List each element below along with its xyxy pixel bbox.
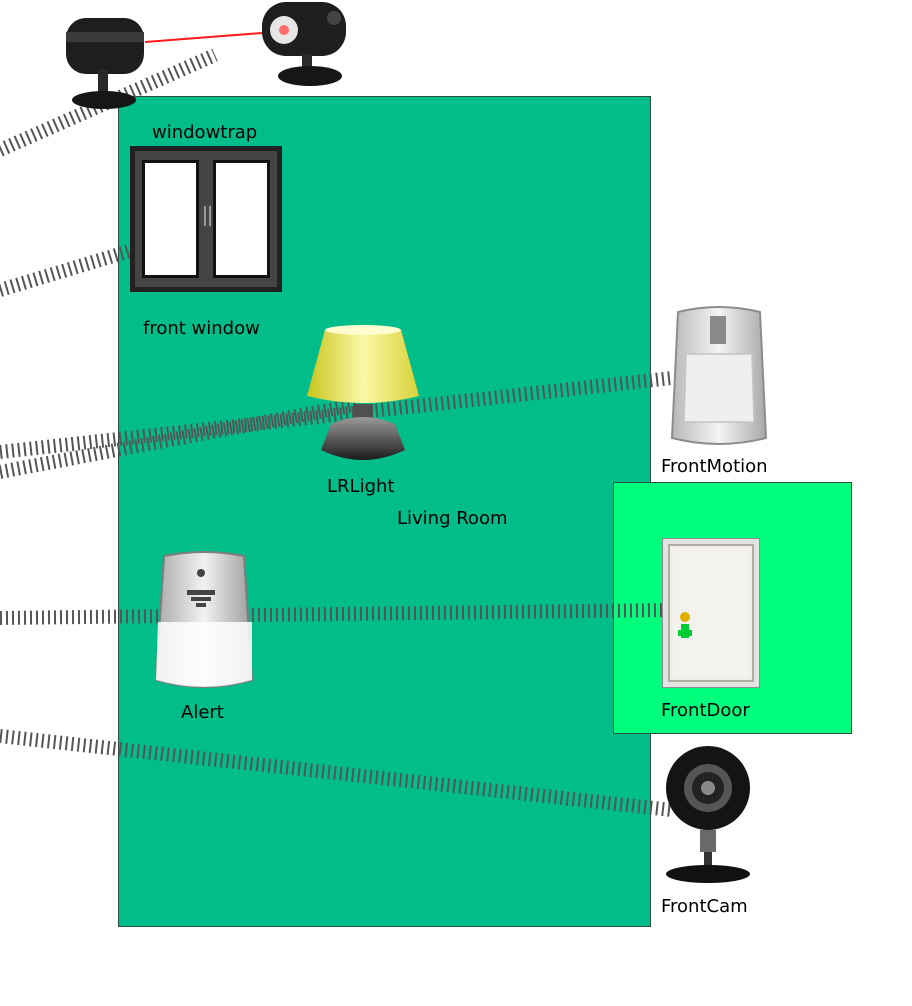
front-motion-label: FrontMotion xyxy=(661,456,768,477)
link-window xyxy=(0,243,136,297)
laser-beam xyxy=(145,31,275,43)
lr-light-label: LRLight xyxy=(327,476,395,497)
alert-icon[interactable] xyxy=(152,550,256,692)
lamp-icon[interactable] xyxy=(303,324,423,466)
laser-receiver-icon[interactable] xyxy=(256,0,356,88)
alert-label: Alert xyxy=(181,702,224,723)
front-window-label: front window xyxy=(143,318,260,339)
link-alert-door xyxy=(0,603,673,625)
front-cam-label: FrontCam xyxy=(661,896,748,917)
front-door-label: FrontDoor xyxy=(661,700,750,721)
link-camera xyxy=(0,729,673,817)
window-icon[interactable] xyxy=(130,146,282,292)
laser-emitter-icon[interactable] xyxy=(58,14,150,110)
camera-icon[interactable] xyxy=(662,742,756,884)
door-icon[interactable] xyxy=(662,538,760,688)
windowtrap-label: windowtrap xyxy=(152,122,258,143)
living-room-label: Living Room xyxy=(397,508,508,529)
motion-sensor-icon[interactable] xyxy=(668,304,770,446)
link-motion-b xyxy=(0,397,362,479)
